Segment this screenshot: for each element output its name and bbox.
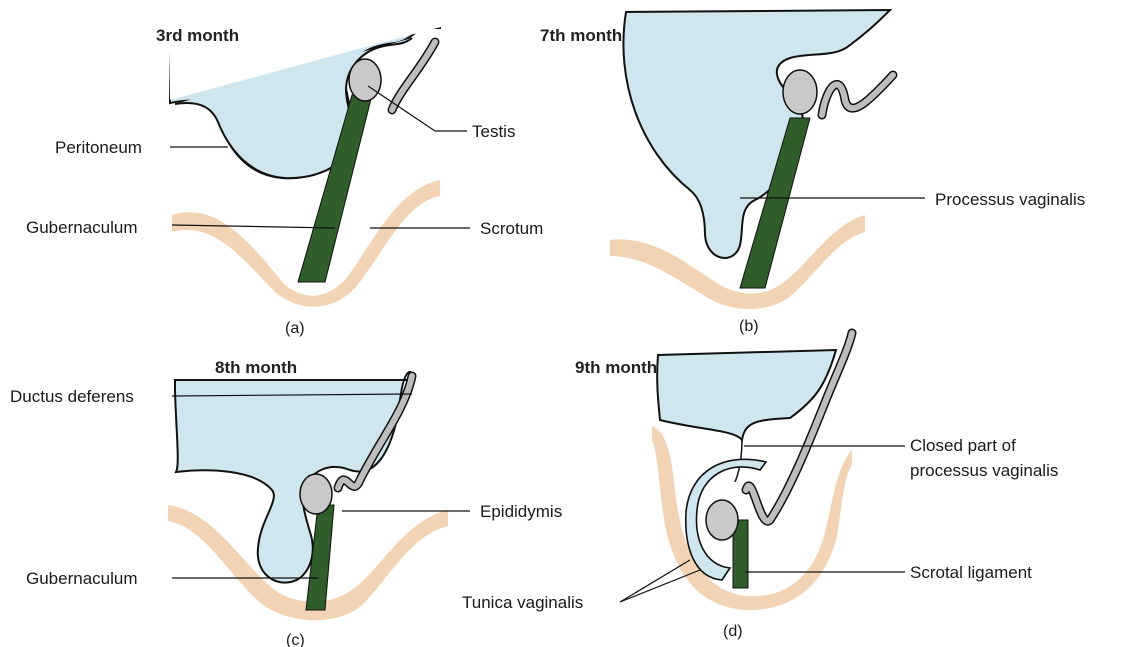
label-scrotum: Scrotum (480, 219, 543, 238)
caption-b: (b) (739, 318, 759, 335)
panel-a: 3rd month Peritoneum Testis Gubernaculum… (26, 0, 543, 337)
scrotum-a (172, 180, 440, 307)
peritoneal-cavity-c (175, 372, 410, 583)
label-tunica-vaginalis: Tunica vaginalis (462, 593, 583, 612)
testis-d (706, 500, 738, 540)
leader-tunica-vaginalis-1 (620, 570, 700, 602)
panel-a-title: 3rd month (156, 26, 239, 45)
panel-d: 9th month Closed part of processus vagin… (462, 333, 1058, 640)
panel-d-title: 9th month (575, 358, 657, 377)
caption-c: (c) (286, 632, 305, 647)
leader-tunica-vaginalis-2 (620, 560, 690, 602)
panel-c-title: 8th month (215, 358, 297, 377)
label-testis: Testis (472, 122, 515, 141)
caption-d: (d) (723, 623, 743, 640)
testis-c (300, 474, 332, 514)
peritoneal-cavity-d (657, 350, 836, 440)
ductus-a-inner (392, 42, 435, 110)
label-peritoneum: Peritoneum (55, 138, 142, 157)
panel-b-title: 7th month (540, 26, 622, 45)
testis-a (349, 59, 381, 101)
label-ductus-deferens: Ductus deferens (10, 387, 134, 406)
label-processus-vaginalis: Processus vaginalis (935, 190, 1085, 209)
scrotum-d (652, 426, 852, 610)
panel-b: 7th month Processus vaginalis (b) (540, 10, 1085, 335)
label-closed-part-line2: processus vaginalis (910, 461, 1058, 480)
label-gubernaculum-c: Gubernaculum (26, 569, 138, 588)
label-gubernaculum-a: Gubernaculum (26, 218, 138, 237)
label-scrotal-ligament: Scrotal ligament (910, 563, 1032, 582)
label-closed-part-line1: Closed part of (910, 436, 1016, 455)
testis-b (783, 70, 817, 114)
label-epididymis: Epididymis (480, 502, 562, 521)
caption-a: (a) (285, 320, 305, 337)
peritoneal-cavity-b (623, 10, 890, 258)
